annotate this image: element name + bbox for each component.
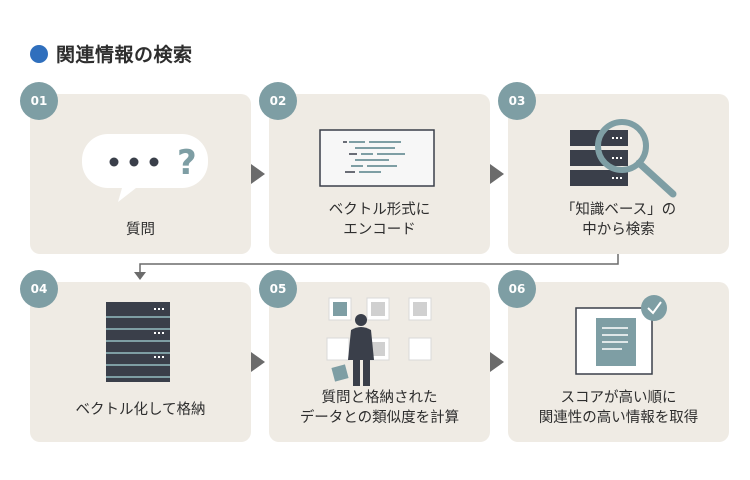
step-number-badge: 01 <box>20 82 58 120</box>
step-label: ベクトル化して格納 <box>75 402 206 418</box>
code-window-icon <box>319 129 435 187</box>
step-number-badge: 03 <box>498 82 536 120</box>
svg-text:?: ? <box>177 143 197 183</box>
step-card-03: 03 「知識ベース」の 中から検索 <box>498 82 729 254</box>
step-card-06: 06 スコアが高い順に 関連性の高い情報を取得 <box>498 270 729 442</box>
step-card-05: 05 質問と格納された データとの類似度を計算 <box>259 270 490 442</box>
step-label: 質問と格納された データとの類似度を計算 <box>299 390 460 426</box>
step-label: 「知識ベース」の 中から検索 <box>560 202 677 238</box>
speech-bubble-question-icon: ? <box>82 134 208 202</box>
step-card-02: 02 ベクトル形式に エンコード <box>259 82 490 254</box>
step-card-04: 04 ベクトル化して格納 <box>20 270 251 442</box>
server-magnifier-icon <box>570 119 677 198</box>
bullet-dot-icon <box>30 44 48 63</box>
step-number-badge: 05 <box>259 270 297 308</box>
arrow-right-icon <box>490 352 504 372</box>
step-label: ベクトル形式に エンコード <box>328 202 431 238</box>
page-title: 関連情報の検索 <box>56 44 193 66</box>
arrow-right-icon <box>251 352 265 372</box>
document-check-icon <box>575 295 667 375</box>
step-label: スコアが高い順に 関連性の高い情報を取得 <box>538 390 699 426</box>
step-label: 質問 <box>126 222 155 238</box>
section-header: 関連情報の検索 <box>30 40 193 67</box>
step-number-badge: 02 <box>259 82 297 120</box>
arrow-right-icon <box>251 164 265 184</box>
person-comparing-documents-icon <box>326 297 432 386</box>
step-number-badge: 04 <box>20 270 58 308</box>
server-rack-icon <box>106 302 170 382</box>
step-number-badge: 06 <box>498 270 536 308</box>
arrow-right-icon <box>490 164 504 184</box>
step-card-01: 01 ? 質問 <box>20 82 251 254</box>
